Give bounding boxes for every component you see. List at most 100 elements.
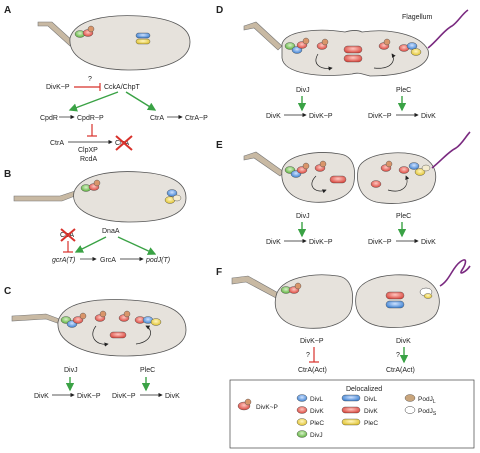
cycle-arrow: [311, 175, 327, 194]
legend-col2-label-3: PleC: [364, 420, 378, 427]
divk-p-label: DivK~P: [300, 338, 324, 345]
podj-s-icon: [404, 406, 416, 414]
phosphate-icon: [302, 162, 310, 170]
ctra-p-label: CtrA~P: [185, 115, 208, 122]
stalk: [11, 313, 63, 325]
gcra-label: GrcA: [100, 257, 116, 264]
flagellum: [427, 9, 469, 49]
plec-icon: [423, 293, 433, 299]
ctra-label: CtrA: [150, 115, 164, 122]
stalk: [243, 151, 285, 177]
divj-icon: [284, 42, 296, 50]
stalk: [231, 275, 281, 299]
legend: Delocalized DivK~P DivL DivK PleC DivJ D…: [229, 379, 475, 449]
divl-icon: [166, 189, 178, 197]
divk-p-label: DivK~P: [309, 113, 333, 120]
divk-icon: [72, 316, 84, 324]
ctra-act-label: CtrA(Act): [298, 367, 327, 374]
cpdr-p-label: CpdR~P: [77, 115, 104, 122]
divk-delocalized-icon: [109, 331, 127, 339]
legend-col1-label-4: DivJ: [310, 432, 323, 439]
divk-p-label-2: DivK~P: [112, 393, 136, 400]
divl-icon: [296, 394, 308, 402]
divl-delocalized-icon: [341, 394, 361, 402]
swarmer-cell: [357, 152, 437, 204]
legend-podj-s-label: PodJ: [418, 408, 433, 415]
gcra-gene-label: gcrA(T): [52, 257, 75, 264]
cell: [73, 171, 187, 223]
panel-d: D Flagellum DivJ PleC DivK DivK~P DivK~P…: [216, 5, 469, 120]
plec-icon: [414, 168, 426, 176]
divk-delocalized-icon: [343, 54, 363, 63]
question-mark-1: ?: [306, 352, 310, 359]
divk-p-label: DivK~P: [46, 84, 70, 91]
divk-delocalized-icon: [385, 291, 405, 300]
phosphate-icon: [385, 160, 393, 168]
svg-text:PodJS: PodJS: [418, 408, 437, 417]
panel-c: C DivJ PleC DivK DivK~P DivK~P DivK: [4, 286, 187, 400]
divl-icon: [406, 42, 418, 50]
flagellum: [431, 131, 471, 169]
flagellum-label: Flagellum: [402, 14, 433, 21]
phosphate-icon: [244, 398, 252, 406]
ctra-label-2: CtrA: [50, 140, 64, 147]
legend-col1-label-3: PleC: [310, 420, 324, 427]
green-arrow: [74, 236, 107, 253]
plec-icon: [135, 38, 151, 45]
dnaa-label: DnaA: [102, 228, 120, 235]
phosphate-icon: [383, 38, 391, 46]
plec-icon: [150, 318, 162, 326]
panel-c-letter: C: [4, 286, 11, 297]
divj-icon: [296, 430, 308, 438]
cell: [69, 15, 191, 71]
phosphate-icon: [99, 310, 107, 318]
divk-p-label: DivK~P: [309, 239, 333, 246]
panel-e-letter: E: [216, 140, 223, 151]
legend-podj-s-sub: S: [433, 411, 437, 417]
plec-icon: [296, 418, 308, 426]
phosphate-icon: [93, 179, 101, 187]
phosphate-icon: [302, 37, 310, 45]
panel-f: F DivK~P DivK ? ? CtrA(Act) CtrA(Act): [216, 259, 471, 374]
divl-icon: [408, 162, 420, 170]
divj-label: DivJ: [64, 367, 78, 374]
divj-label: DivJ: [296, 213, 310, 220]
degraded-cross-icon: [115, 135, 133, 151]
cycle-arrow: [373, 53, 396, 69]
divk-icon: [296, 406, 308, 414]
legend-col1-label-2: DivK: [310, 408, 324, 415]
svg-text:PodJL: PodJL: [418, 396, 436, 405]
podj-l-icon: [404, 394, 416, 402]
question-mark: ?: [88, 76, 92, 83]
divk-label-2: DivK: [421, 239, 436, 246]
divk-delocalized-icon: [341, 406, 361, 414]
stalk: [37, 21, 75, 47]
divk-label-2: DivK: [421, 113, 436, 120]
cpdr-label: CpdR: [40, 115, 58, 122]
cycle-arrow: [135, 325, 151, 345]
panel-b-letter: B: [4, 169, 11, 180]
stalk: [243, 21, 283, 51]
divk-p-label-2: DivK~P: [368, 239, 392, 246]
legend-title: Delocalized: [346, 386, 382, 393]
divk-delocalized-icon: [329, 175, 347, 184]
phosphate-icon: [321, 38, 329, 46]
divl-delocalized-icon: [385, 300, 405, 309]
divk-label: DivK: [396, 338, 411, 345]
divk-delocalized-icon: [343, 45, 363, 54]
phosphate-icon: [319, 160, 327, 168]
divk-label: DivK: [266, 239, 281, 246]
legend-col2-label-2: DivK: [364, 408, 378, 415]
divj-label: DivJ: [296, 87, 310, 94]
cycle-arrow: [92, 325, 109, 347]
panel-b: B CtrA DnaA gcrA(T) GrcA podJ(T): [4, 169, 187, 264]
podj-icon: [172, 194, 182, 202]
legend-podj-l-label: PodJ: [418, 396, 433, 403]
plec-label: PleC: [140, 367, 155, 374]
phosphate-icon: [87, 25, 95, 33]
divk-icon: [398, 166, 410, 174]
stalked-cell: [274, 274, 354, 329]
phosphate-icon: [79, 312, 87, 320]
phosphate-icon: [294, 282, 302, 290]
cycle-arrow: [315, 53, 333, 71]
